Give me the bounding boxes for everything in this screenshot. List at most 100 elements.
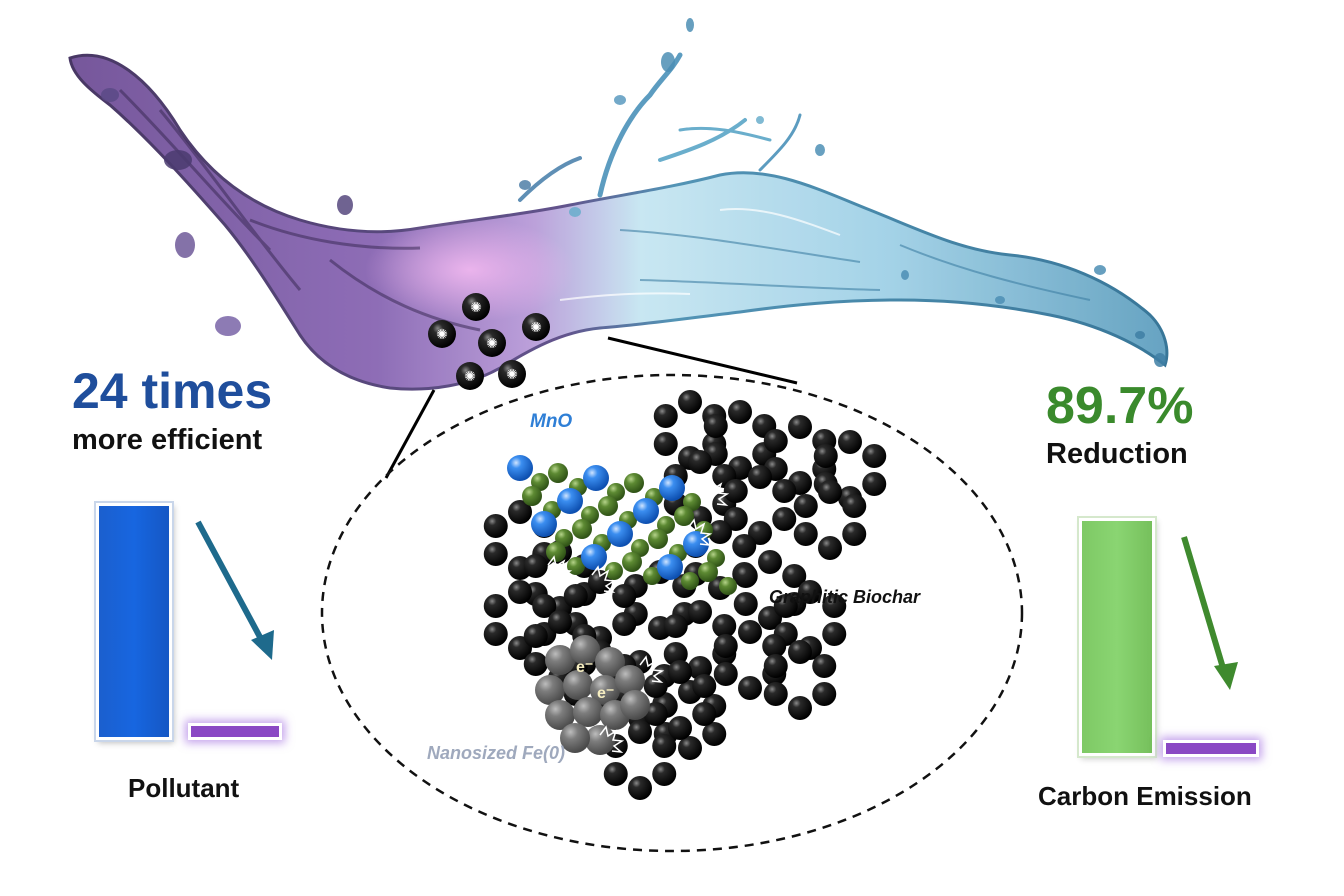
carbon-atom (532, 594, 557, 618)
fe-atom (545, 700, 575, 730)
carbon-atom (663, 614, 688, 638)
mno-lattice (507, 455, 737, 595)
carbon-atom (862, 444, 887, 468)
carbon-atom (748, 465, 772, 489)
o-atom (624, 473, 644, 493)
o-atom (622, 552, 642, 572)
carbon-atom (758, 550, 782, 574)
pollutant-bar-before (96, 503, 172, 740)
o-atom (657, 516, 675, 534)
reaction-sparks (547, 478, 730, 754)
o-atom (707, 549, 725, 567)
mn-atom (683, 531, 709, 557)
carbon-atom (643, 674, 668, 698)
carbon-atom (732, 534, 757, 558)
carbon-atom (842, 522, 867, 546)
carbon-atom (733, 564, 758, 588)
carbon-atom (653, 432, 678, 456)
fe-atom (620, 690, 650, 720)
mn-atom (583, 465, 609, 491)
o-atom (648, 529, 668, 549)
carbon-atom (738, 676, 762, 700)
carbon-atom (548, 610, 572, 634)
carbon-atom (788, 696, 812, 720)
graphitic-biochar-label: Graphitic Biochar (769, 587, 921, 607)
carbon-atom (612, 612, 637, 636)
carbon-atom (813, 444, 838, 468)
mn-atom (659, 475, 685, 501)
carbon-atom (748, 521, 772, 545)
carbon-atom (723, 479, 748, 503)
carbon-atom (523, 554, 548, 578)
carbon-atom (772, 507, 797, 531)
o-atom (631, 539, 649, 557)
carbon-atom (508, 500, 532, 524)
carbon-atom (838, 430, 862, 454)
reduction-subtitle: Reduction (1046, 438, 1188, 470)
carbon-atom (703, 414, 728, 438)
svg-text:✺: ✺ (436, 327, 448, 343)
carbon-atom (653, 404, 678, 428)
carbon-atom (842, 494, 867, 518)
carbon-atom (523, 624, 548, 648)
carbon-atom (708, 520, 732, 544)
nanosized-fe-label: Nanosized Fe(0) (427, 743, 566, 763)
carbon-decrease-arrow (1181, 536, 1229, 679)
carbon-atom (862, 472, 887, 496)
o-atom (643, 567, 661, 585)
carbon-atom (508, 580, 532, 604)
zoom-ellipse (320, 373, 1024, 853)
efficiency-value: 24 times (72, 363, 273, 419)
carbon-atom (728, 400, 752, 424)
carbon-atom (668, 660, 692, 684)
carbon-atom (788, 640, 812, 664)
carbon-atom (733, 592, 758, 616)
carbon-atom (788, 415, 812, 439)
carbon-atom (692, 674, 717, 698)
carbon-atom (782, 564, 807, 588)
carbon-atom (668, 716, 692, 740)
carbon-atom (713, 634, 738, 658)
fe-atom (570, 635, 600, 665)
fe-atom (615, 665, 645, 695)
svg-text:✺: ✺ (470, 300, 482, 316)
o-atom (598, 496, 618, 516)
reduction-value: 89.7% (1046, 377, 1194, 435)
mn-atom (607, 521, 633, 547)
carbon-atom (483, 542, 508, 566)
fe-atom (560, 723, 590, 753)
carbon-atom (678, 736, 702, 760)
o-atom (607, 483, 625, 501)
o-atom (605, 562, 623, 580)
o-atom (683, 493, 701, 511)
carbon-atom (723, 507, 748, 531)
carbon-atom (793, 522, 818, 546)
mn-atom (657, 554, 683, 580)
carbon-atom (652, 762, 677, 786)
carbon-atom (692, 702, 717, 726)
fe-atom (573, 697, 603, 727)
mn-atom (531, 511, 557, 537)
carbon-atom (483, 594, 508, 618)
o-atom (719, 577, 737, 595)
carbon-atom (772, 479, 797, 503)
pollutant-decrease-arrow (195, 520, 271, 654)
carbon-atom (652, 734, 677, 758)
carbon-atom (603, 762, 628, 786)
fe-atom (545, 645, 575, 675)
pollutant-bar-after (188, 723, 282, 740)
carbon-atom (818, 536, 842, 560)
carbon-atom (688, 450, 712, 474)
mno-label: MnO (530, 411, 573, 432)
pollutant-caption: Pollutant (128, 773, 240, 803)
o-atom (548, 463, 568, 483)
svg-text:✺: ✺ (486, 336, 498, 352)
carbon-atom (678, 390, 702, 414)
carbon-atom (628, 776, 652, 800)
fe-atom (590, 675, 620, 705)
mn-atom (581, 544, 607, 570)
efficiency-subtitle: more efficient (72, 424, 263, 456)
fe-nanoparticle (535, 635, 650, 755)
carbon-atom (763, 682, 788, 706)
carbon-atom (702, 722, 727, 746)
